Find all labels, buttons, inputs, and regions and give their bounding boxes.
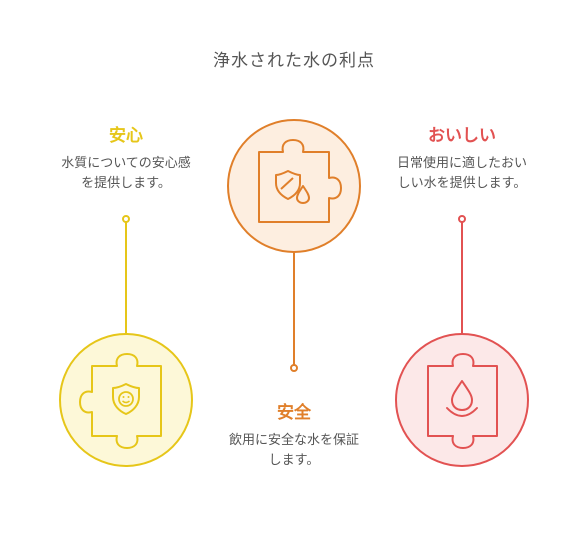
node-circle-anshin <box>59 333 193 467</box>
puzzle-piece-icon <box>427 353 498 449</box>
connector-anzen <box>290 252 298 372</box>
desc-anshin-line: を提供します。 <box>81 176 171 191</box>
desc-oishii-line: しい水を提供します。 <box>397 176 527 191</box>
heading-anzen: 安全 <box>277 403 311 423</box>
puzzle-piece-icon <box>79 353 162 449</box>
heading-oishii: おいしい <box>428 126 496 146</box>
diagram-title: 浄水された水の利点 <box>213 51 375 71</box>
shield-smile-icon <box>112 383 140 415</box>
desc-anshin: 水質についての安心感 を提供します。 <box>26 154 226 194</box>
connector-oishii <box>458 215 466 335</box>
water-drop-icon <box>446 380 478 417</box>
desc-oishii: 日常使用に適したおい しい水を提供します。 <box>362 154 562 194</box>
heading-anshin: 安心 <box>109 126 143 146</box>
desc-anzen-line: します。 <box>268 453 320 468</box>
shield-drop-icon <box>275 170 310 204</box>
desc-oishii-line: 日常使用に適したおい <box>396 156 527 171</box>
desc-anzen: 飲用に安全な水を保証 します。 <box>194 431 394 471</box>
connector-anshin <box>122 215 130 335</box>
node-circle-oishii <box>395 333 529 467</box>
desc-anshin-line: 水質についての安心感 <box>61 156 191 171</box>
node-circle-anzen <box>227 119 361 253</box>
desc-anzen-line: 飲用に安全な水を保証 <box>228 433 359 448</box>
